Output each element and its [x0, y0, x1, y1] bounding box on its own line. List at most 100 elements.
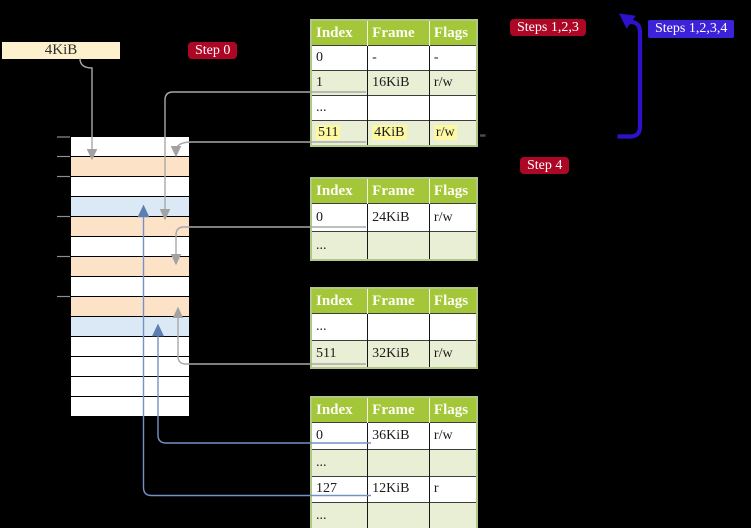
- table-cell: [428, 95, 477, 121]
- memory-row-free: [71, 177, 189, 197]
- table-cell: [428, 231, 477, 260]
- table-cell: 127: [311, 475, 368, 503]
- recursive-loop-arrow: [617, 13, 643, 139]
- cell-text: 511: [316, 346, 337, 361]
- cell-text: 12KiB: [372, 481, 410, 497]
- table-cell: 0: [311, 45, 368, 71]
- memory-row-free: [71, 337, 189, 357]
- table-cell: 511: [311, 120, 368, 146]
- table-cell: -: [428, 45, 477, 71]
- table-cell: r/w: [428, 203, 477, 232]
- cell-text: r/w: [433, 346, 453, 361]
- recursive-loop-arrowhead: [619, 13, 636, 29]
- table-row: 0 - -: [311, 45, 477, 71]
- table-cell: r/w: [428, 340, 477, 368]
- memory-row-page: [71, 197, 189, 217]
- step-4-badge: Step 4: [520, 157, 570, 174]
- table-cell: [367, 231, 430, 260]
- table-cell: 36KiB: [367, 422, 430, 450]
- table-cell: ...: [311, 502, 368, 528]
- cell-text: 36KiB: [372, 427, 410, 443]
- table-row: ...: [311, 502, 477, 528]
- cell-text: 0: [316, 50, 323, 65]
- memory-row-free: [71, 237, 189, 257]
- table-cell: r: [428, 475, 477, 503]
- memory-row-table: [71, 297, 189, 317]
- cell-text: 16KiB: [372, 75, 410, 90]
- cell-text: ...: [316, 100, 327, 115]
- table-row: 511 32KiB r/w: [311, 340, 477, 368]
- column-header-frame: Frame: [367, 397, 430, 423]
- table-cell: 511: [311, 340, 368, 368]
- step-0-badge: Step 0: [188, 42, 238, 59]
- column-header-frame: Frame: [367, 178, 430, 204]
- table-cell: 32KiB: [367, 340, 430, 368]
- column-header-index: Index: [311, 288, 368, 314]
- frame-size-label: 4KiB: [2, 42, 120, 59]
- table-row: ...: [311, 95, 477, 121]
- memory-row-free: [71, 357, 189, 377]
- table-cell: [367, 448, 430, 477]
- table-row: ...: [311, 448, 477, 477]
- cell-text: 32KiB: [372, 346, 410, 361]
- column-header-flags: Flags: [428, 397, 477, 423]
- cell-text: -: [372, 50, 377, 65]
- steps-123-badge: Steps 1,2,3: [510, 19, 586, 36]
- table-cell: ...: [311, 231, 368, 260]
- column-header-frame: Frame: [367, 20, 430, 46]
- cell-text: r/w: [433, 75, 453, 90]
- memory-row-free: [71, 377, 189, 397]
- memory-row-table: [71, 157, 189, 177]
- memory-row-table: [71, 217, 189, 237]
- table-cell: r/w: [428, 422, 477, 450]
- cell-text: ...: [316, 508, 327, 524]
- column-header-flags: Flags: [428, 20, 477, 46]
- table-cell: [428, 313, 477, 341]
- cell-text: r/w: [433, 125, 457, 140]
- table-cell: 12KiB: [367, 475, 430, 503]
- cell-text: r/w: [433, 209, 453, 225]
- cell-text: ...: [316, 237, 327, 253]
- cell-text: r: [433, 481, 439, 497]
- table-cell: 4KiB: [367, 120, 430, 146]
- cell-text: 24KiB: [372, 209, 410, 225]
- table-cell: 16KiB: [367, 70, 430, 96]
- table-cell: 0: [311, 422, 368, 450]
- cell-text: 127: [316, 481, 337, 497]
- table-cell: 24KiB: [367, 203, 430, 232]
- table-cell: ...: [311, 448, 368, 477]
- table-row: 127 12KiB r: [311, 475, 477, 503]
- memory-row-free: [71, 137, 189, 157]
- column-header-flags: Flags: [428, 178, 477, 204]
- cell-text: 1: [316, 75, 323, 90]
- table-cell: -: [367, 45, 430, 71]
- table-cell: ...: [311, 95, 368, 121]
- memory-row-free: [71, 397, 189, 416]
- table-row: 1 16KiB r/w: [311, 70, 477, 96]
- address-tick-marks: [57, 136, 70, 298]
- table-cell: [428, 502, 477, 528]
- column-header-index: Index: [311, 178, 368, 204]
- cell-text: -: [433, 50, 439, 65]
- table-cell: ...: [311, 313, 368, 341]
- column-header-frame: Frame: [367, 288, 430, 314]
- table-row: ...: [311, 313, 477, 341]
- table-cell: [367, 502, 430, 528]
- table-cell: [428, 448, 477, 477]
- memory-strip: [70, 136, 190, 417]
- memory-row-free: [71, 277, 189, 297]
- table-cell: r/w: [428, 70, 477, 96]
- steps-1234-badge: Steps 1,2,3,4: [648, 20, 735, 38]
- cell-text: ...: [316, 454, 327, 470]
- cell-text: r/w: [433, 427, 453, 443]
- table-cell: 1: [311, 70, 368, 96]
